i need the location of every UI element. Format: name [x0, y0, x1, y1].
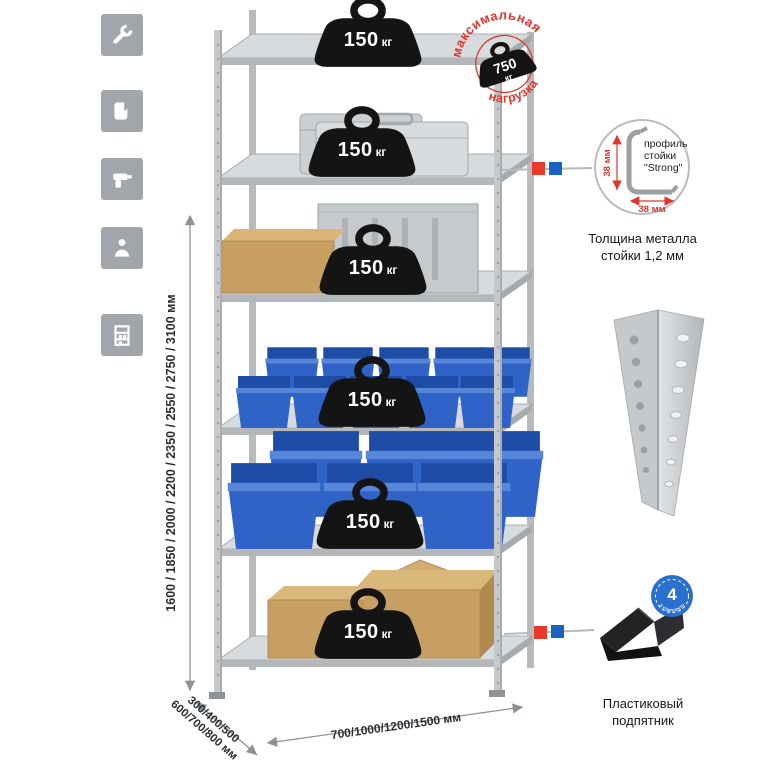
profile-label-1: профиль: [644, 138, 688, 150]
height-dimension-label: 1600 / 1850 / 2000 / 2200 / 2350 / 2550 …: [164, 294, 178, 612]
marker-blue-top: [549, 162, 562, 175]
stamp-unit: кг: [503, 71, 514, 83]
gloves-icon: [101, 90, 143, 132]
marker-red-top: [532, 162, 545, 175]
marker-blue-bottom: [551, 625, 564, 638]
rear-right-post: [527, 32, 534, 668]
profile-dim-horizontal: 38 мм: [638, 204, 665, 215]
angle-post-image: [613, 309, 705, 517]
callout-line-profile: [501, 167, 593, 171]
profile-dim-vertical: 38 мм: [602, 149, 613, 176]
badge-arc-text: в комплекте: [658, 603, 687, 614]
dimension-lines: [184, 214, 524, 756]
drill-icon: [101, 158, 143, 200]
marker-red-bottom: [534, 626, 547, 639]
profile-label-2: стойки: [644, 150, 676, 162]
wrench-icon: [101, 14, 143, 56]
profile-detail: 38 мм 38 мм профиль стойки "Strong": [594, 119, 690, 215]
stamp-value: 750: [491, 55, 518, 78]
rear-left-post: [249, 10, 256, 670]
rack-icon: [101, 314, 143, 356]
badge-value: 4: [667, 585, 677, 604]
shelf-weights: [309, 0, 427, 659]
plastic-foot-label: Пластиковый подпятник: [602, 696, 684, 728]
cardboard-box-small: [221, 229, 346, 294]
front-posts: [209, 30, 505, 699]
person-icon: [101, 227, 143, 269]
callout-line-foot: [503, 629, 595, 635]
profile-label-3: "Strong": [644, 162, 683, 174]
set-count-badge: 4 в комплекте: [651, 575, 693, 617]
profile-thickness-note: Толщина металла стойки 1,2 мм: [588, 231, 697, 263]
